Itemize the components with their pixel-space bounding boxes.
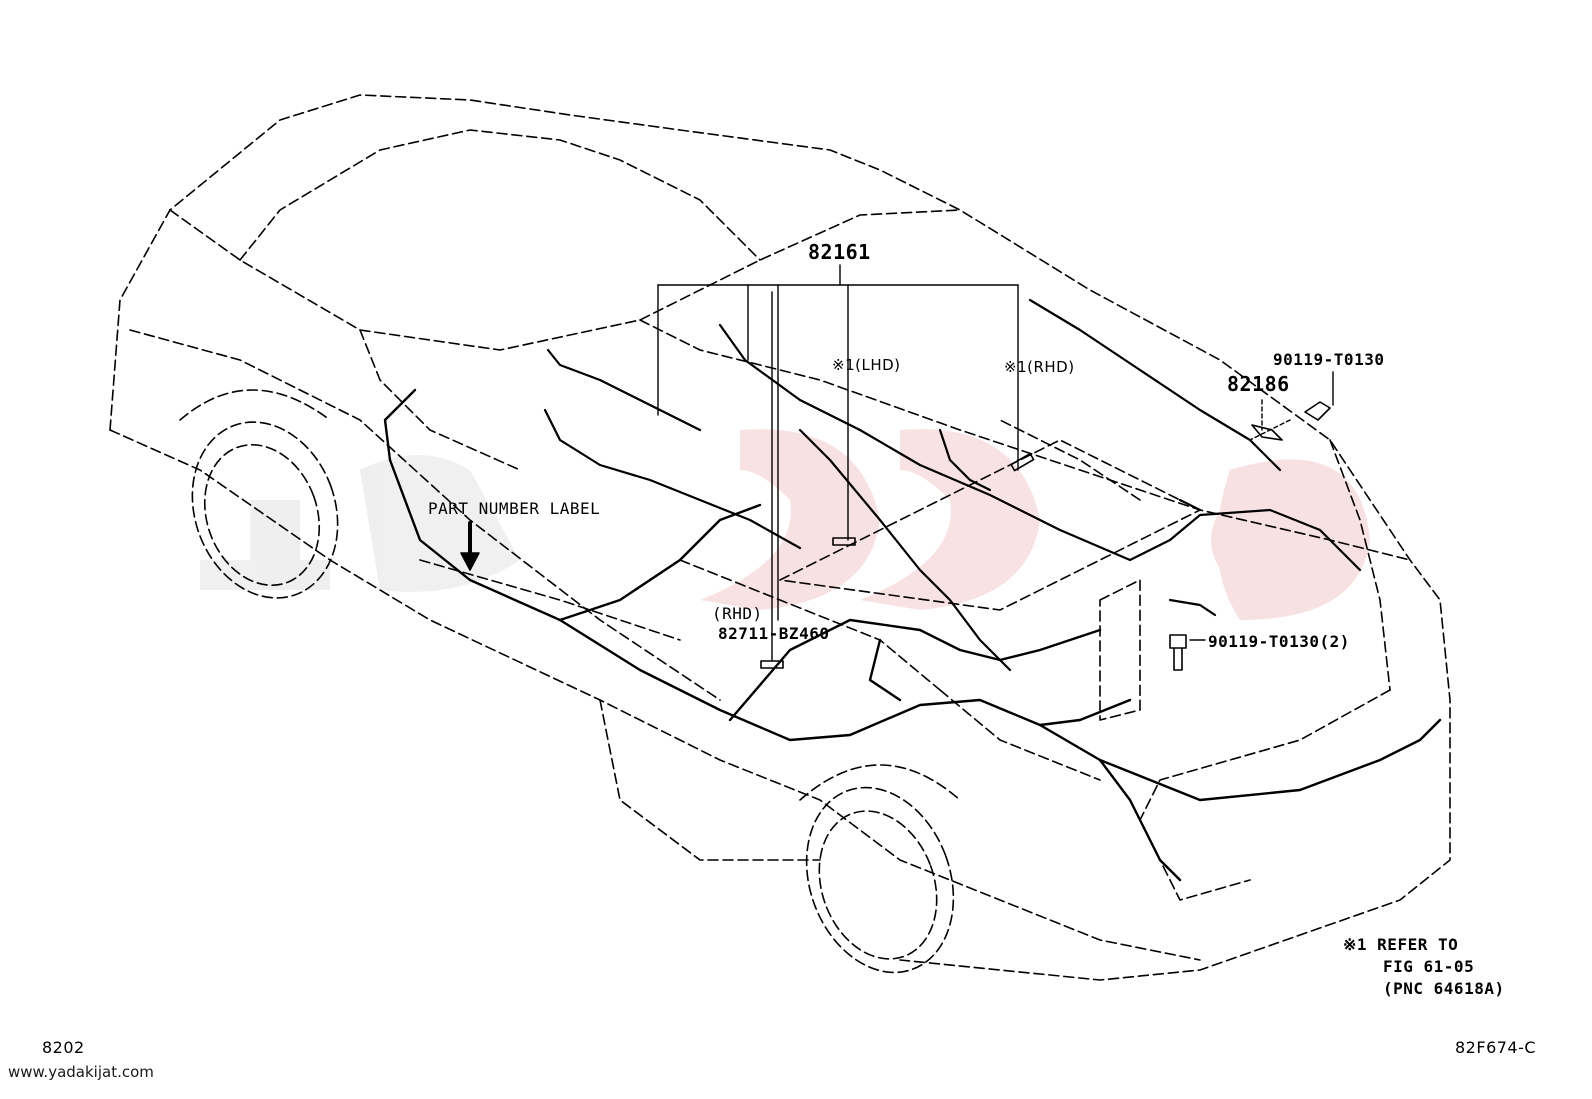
callout-leaders <box>657 264 1334 661</box>
website-link[interactable]: www.yadakijat.com <box>8 1063 154 1081</box>
callout-lhd-ref: ※1(LHD) <box>832 356 901 374</box>
note-line-3: (PNC 64618A) <box>1383 979 1505 998</box>
bolt-lower-part <box>1169 634 1187 671</box>
watermark-logo <box>200 429 1370 620</box>
note-line-2: FIG 61-05 <box>1383 957 1475 976</box>
callout-82711: 82711-BZ460 <box>718 624 830 643</box>
page-code: 8202 <box>42 1038 85 1057</box>
floor-wire-harness <box>383 388 1442 882</box>
callout-rhd-ref: ※1(RHD) <box>1004 358 1075 376</box>
label-tag-82711 <box>760 660 784 669</box>
callout-bolt-upper: 90119-T0130 <box>1273 350 1385 369</box>
callout-bolt-lower: 90119-T0130(2) <box>1208 632 1350 651</box>
clamp-82186-part <box>1251 424 1283 441</box>
rear-wheel <box>799 764 961 974</box>
callout-82161: 82161 <box>808 240 871 264</box>
label-tag-rhd <box>1010 452 1035 472</box>
label-tag-lhd <box>832 537 856 546</box>
part-number-label-text: PART NUMBER LABEL <box>428 499 601 518</box>
front-wheel <box>179 389 339 599</box>
callout-82186: 82186 <box>1227 372 1290 396</box>
bolt-upper-part <box>1304 401 1331 421</box>
figure-code: 82F674-C <box>1455 1038 1537 1057</box>
callout-rhd-tag: (RHD) <box>712 604 763 623</box>
roof-wire-harness <box>543 298 1362 672</box>
part-number-label-arrow <box>460 521 480 571</box>
note-line-1: ※1 REFER TO <box>1343 935 1459 954</box>
